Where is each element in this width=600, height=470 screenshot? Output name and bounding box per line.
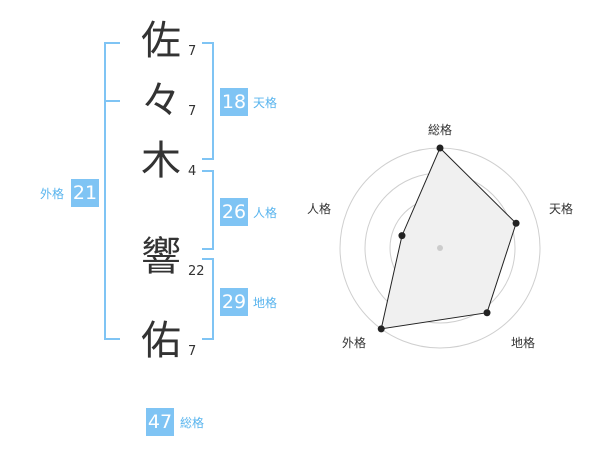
chikaku-bracket-top [202,258,214,260]
radar-axis-label-tenkaku: 天格 [549,201,573,216]
name-char-3: 木 [141,138,181,184]
name-char-5: 佑 [141,318,181,364]
radar-point-3 [377,325,385,333]
radar-point-1 [512,219,520,227]
gaikaku-label: 外格 [40,187,65,201]
radar-axis-label-chikaku: 地格 [511,335,535,350]
chikaku-value-badge: 29 [220,288,248,316]
stroke-count-5: 7 [188,344,197,359]
stroke-count-2: 7 [188,104,197,119]
radar-center-dot [437,245,443,251]
radar-axis-label-soukaku: 総格 [428,122,452,137]
name-char-4: 響 [141,234,181,280]
tenkaku-bracket-stem [212,42,214,160]
jinkaku-bracket-stem [212,170,214,250]
jinkaku-bracket-top [202,170,214,172]
gaikaku-bracket-stem [104,42,106,340]
tenkaku-label: 天格 [253,96,278,110]
gaikaku-bracket-bottom [104,338,120,340]
gaikaku-bracket-top [104,42,120,44]
soukaku-value-badge: 47 [146,408,174,436]
name-char-2: 々 [141,78,181,124]
radar-axis-label-gaikaku: 外格 [342,335,366,350]
radar-point-2 [483,309,491,317]
chikaku-bracket-stem [212,258,214,340]
radar-points [377,144,520,333]
radar-data-polygon [380,147,517,330]
stroke-count-1: 7 [188,44,197,59]
chikaku-bracket-bottom [202,338,214,340]
radar-point-0 [436,144,444,152]
tenkaku-bracket-bottom [202,158,214,160]
radar-point-4 [398,232,406,240]
chikaku-label: 地格 [253,296,278,310]
tenkaku-value-badge: 18 [220,88,248,116]
stroke-count-3: 4 [188,164,197,179]
gaikaku-value-badge: 21 [71,179,99,207]
jinkaku-label: 人格 [253,206,278,220]
jinkaku-value-badge: 26 [220,198,248,226]
radar-axis-label-jinkaku: 人格 [307,201,331,216]
name-char-1: 佐 [141,18,181,64]
jinkaku-bracket-bottom [202,248,214,250]
stroke-count-4: 22 [188,264,205,279]
gaikaku-bracket-tick [104,100,120,102]
tenkaku-bracket-top [202,42,214,44]
soukaku-label: 総格 [180,416,205,430]
